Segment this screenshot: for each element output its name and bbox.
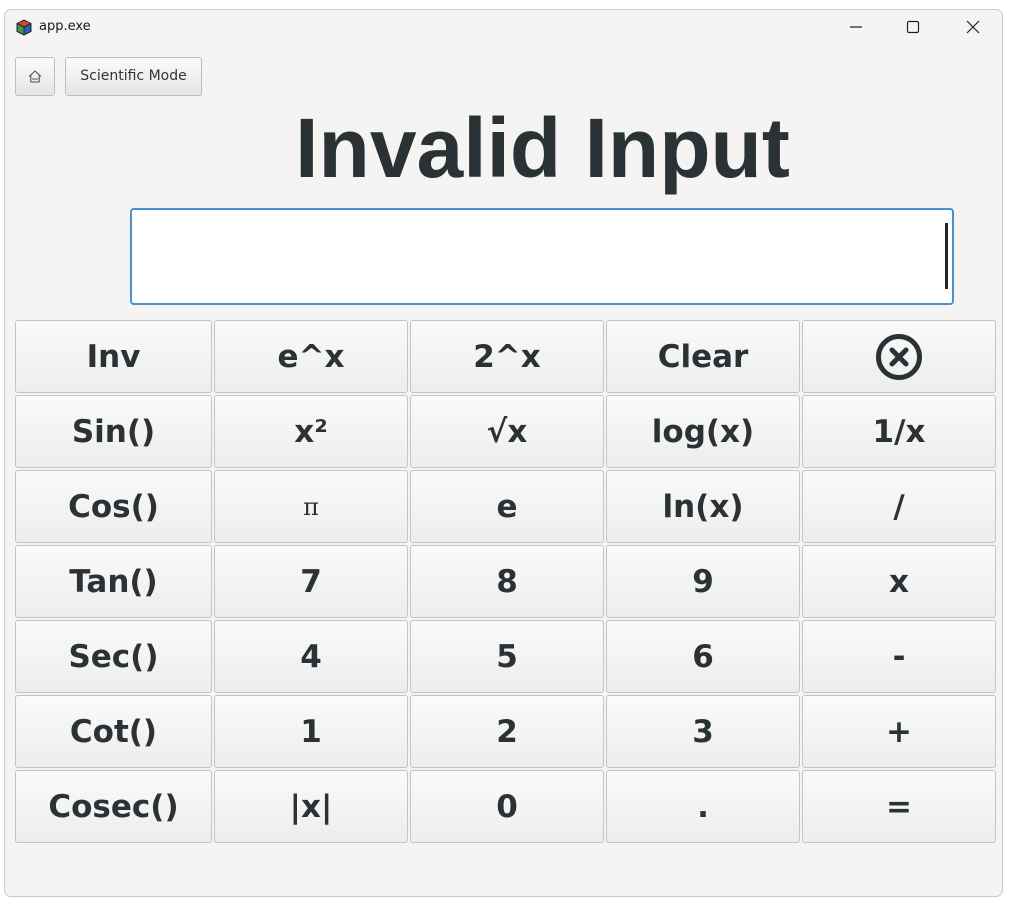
key-label: 6 <box>692 638 714 675</box>
key-tan[interactable]: Tan() <box>15 545 212 618</box>
key-clear[interactable]: Clear <box>606 320 800 393</box>
window-title: app.exe <box>39 19 91 34</box>
key-label: 5 <box>496 638 518 675</box>
backspace-circle-x-icon <box>876 333 922 380</box>
key-cosec[interactable]: Cosec() <box>15 770 212 843</box>
key-7[interactable]: 7 <box>214 545 408 618</box>
key-label: / <box>893 488 905 525</box>
key-4[interactable]: 4 <box>214 620 408 693</box>
home-icon <box>28 70 42 83</box>
key-label: 4 <box>300 638 322 675</box>
key-6[interactable]: 6 <box>606 620 800 693</box>
text-caret <box>945 223 948 289</box>
key-label: π <box>303 492 319 521</box>
key-label: Inv <box>86 338 141 375</box>
key-label: 2 <box>496 713 518 750</box>
key-label: Cosec() <box>48 788 179 825</box>
key-label: 7 <box>300 563 322 600</box>
key-plus[interactable]: + <box>802 695 996 768</box>
key-equals[interactable]: = <box>802 770 996 843</box>
cube-icon <box>16 19 32 36</box>
key-label: = <box>886 788 912 825</box>
key-minus[interactable]: - <box>802 620 996 693</box>
minimize-button[interactable] <box>828 10 886 46</box>
calculator-display-input[interactable] <box>130 208 954 305</box>
key-label: ln(x) <box>662 488 744 525</box>
key-label: + <box>886 713 912 750</box>
key-label: - <box>892 638 906 675</box>
key-label: |x| <box>289 788 333 825</box>
key-sec[interactable]: Sec() <box>15 620 212 693</box>
key-label: log(x) <box>651 413 755 450</box>
key-sin[interactable]: Sin() <box>15 395 212 468</box>
scientific-mode-button[interactable]: Scientific Mode <box>65 57 202 96</box>
key-label: Clear <box>657 338 749 375</box>
key-log-x[interactable]: log(x) <box>606 395 800 468</box>
key-label: √x <box>486 413 528 450</box>
key-label: 2^x <box>473 338 541 375</box>
maximize-button[interactable] <box>885 10 943 46</box>
key-label: Cos() <box>68 488 159 525</box>
key-label: Cot() <box>69 713 158 750</box>
minimize-icon <box>850 26 862 28</box>
key-1[interactable]: 1 <box>214 695 408 768</box>
key-e-pow-x[interactable]: e^x <box>214 320 408 393</box>
key-label: e <box>496 488 518 525</box>
key-x[interactable]: x <box>802 545 996 618</box>
app-window: app.exe Scientific Mode Invalid Input <box>4 9 1003 897</box>
key-label: 8 <box>496 563 518 600</box>
key-label: Tan() <box>69 563 158 600</box>
key-divide[interactable]: / <box>802 470 996 543</box>
key-label: 1 <box>300 713 322 750</box>
key-cot[interactable]: Cot() <box>15 695 212 768</box>
key-2-pow-x[interactable]: 2^x <box>410 320 604 393</box>
key-label: 1/x <box>872 413 926 450</box>
key-label: 3 <box>692 713 714 750</box>
key-inv[interactable]: Inv <box>15 320 212 393</box>
close-icon <box>966 20 980 34</box>
key-5[interactable]: 5 <box>410 620 604 693</box>
key-label: x² <box>294 413 328 450</box>
key-9[interactable]: 9 <box>606 545 800 618</box>
key-label: . <box>697 788 709 825</box>
maximize-icon <box>906 20 920 34</box>
home-button[interactable] <box>15 57 55 96</box>
key-abs[interactable]: |x| <box>214 770 408 843</box>
key-label: 9 <box>692 563 714 600</box>
key-0[interactable]: 0 <box>410 770 604 843</box>
key-3[interactable]: 3 <box>606 695 800 768</box>
close-button[interactable] <box>945 10 1002 46</box>
key-ln-x[interactable]: ln(x) <box>606 470 800 543</box>
key-label: x <box>889 563 909 600</box>
key-decimal[interactable]: . <box>606 770 800 843</box>
key-sqrt-x[interactable]: √x <box>410 395 604 468</box>
key-label: Sin() <box>71 413 156 450</box>
key-1dividex[interactable]: 1/x <box>802 395 996 468</box>
backspace-button[interactable] <box>802 320 996 393</box>
key-label: e^x <box>277 338 345 375</box>
key-label: Sec() <box>68 638 159 675</box>
key-pi[interactable]: π <box>214 470 408 543</box>
title-bar[interactable]: app.exe <box>5 10 1002 46</box>
key-8[interactable]: 8 <box>410 545 604 618</box>
status-heading: Invalid Input <box>295 101 790 195</box>
key-e[interactable]: e <box>410 470 604 543</box>
key-2[interactable]: 2 <box>410 695 604 768</box>
key-x-squared[interactable]: x² <box>214 395 408 468</box>
key-cos[interactable]: Cos() <box>15 470 212 543</box>
key-label: 0 <box>496 788 518 825</box>
